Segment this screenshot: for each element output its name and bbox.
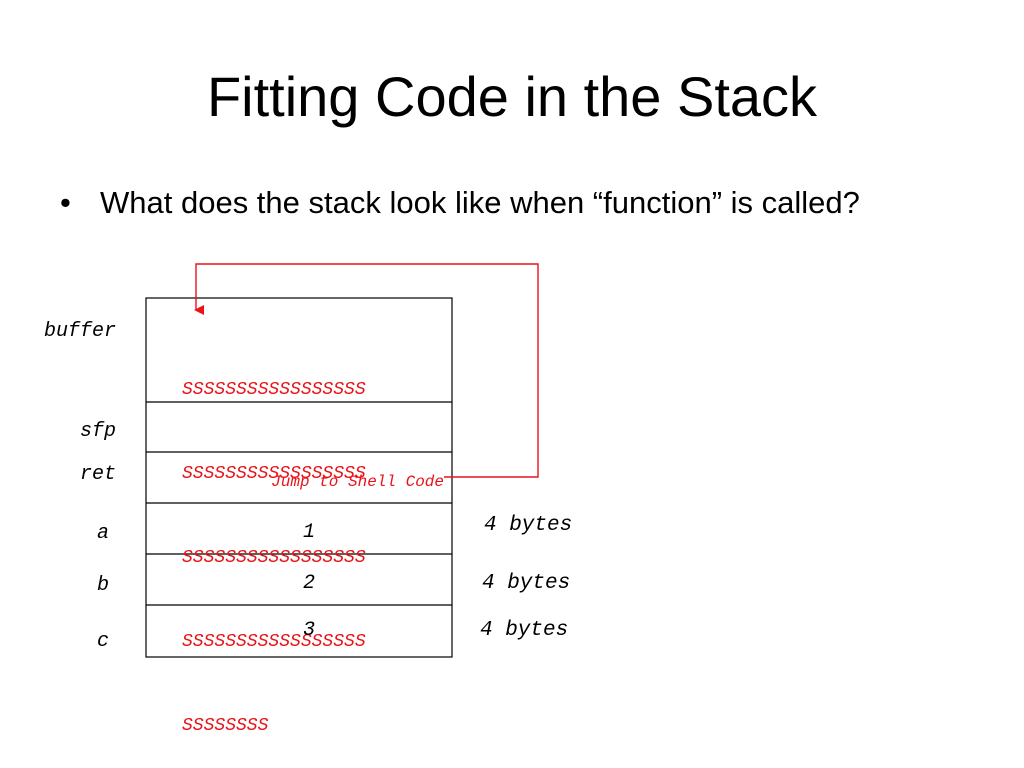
shellcode-line: SSSSSSSSSSSSSSSSS [182, 632, 366, 652]
bullet-item: • What does the stack look like when “fun… [60, 183, 860, 223]
a-value: 1 [302, 521, 315, 544]
bullet-text: What does the stack look like when “func… [100, 185, 860, 220]
shellcode-line: SSSSSSSSSSSSSSSSS [182, 548, 366, 568]
shellcode-line: SSSSSSSSSSSSSSSSS [182, 464, 366, 484]
label-b: b [97, 574, 110, 597]
shellcode-block: SSSSSSSSSSSSSSSSS SSSSSSSSSSSSSSSSS SSSS… [182, 320, 366, 768]
label-buffer: buffer [44, 320, 117, 343]
label-a: a [97, 522, 110, 545]
b-value: 2 [302, 572, 315, 595]
label-sfp: sfp [80, 420, 117, 443]
label-ret: ret [80, 463, 117, 486]
size-note-a: 4 bytes [484, 514, 573, 537]
c-value: 3 [302, 619, 315, 642]
shellcode-line: SSSSSSSS [182, 716, 269, 736]
slide-title: Fitting Code in the Stack [206, 65, 818, 128]
jump-arrow [194, 263, 539, 478]
ret-value: Jump to Shell Code [271, 473, 444, 491]
size-note-c: 4 bytes [480, 619, 569, 642]
bullet-dot-icon: • [60, 185, 71, 220]
size-note-b: 4 bytes [482, 572, 571, 595]
shellcode-line: SSSSSSSSSSSSSSSSS [182, 380, 366, 400]
label-c: c [97, 630, 110, 653]
